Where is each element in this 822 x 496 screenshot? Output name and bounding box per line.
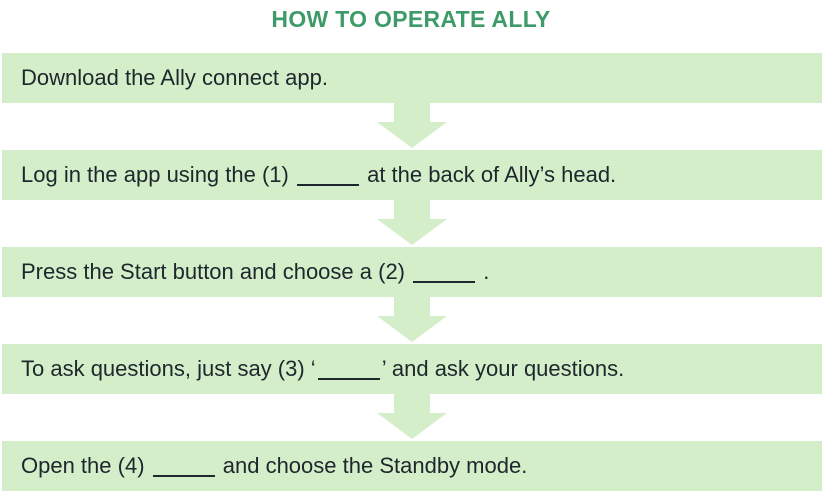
step-text-post: and choose the Standby mode. <box>216 453 528 478</box>
flow-step-1: Download the Ally connect app. <box>2 53 822 103</box>
arrow-down-icon <box>2 394 822 441</box>
arrow-head <box>377 413 447 439</box>
arrow-head <box>377 316 447 342</box>
arrow-down-icon <box>2 297 822 344</box>
arrow-down-icon <box>2 200 822 247</box>
step-blank <box>413 263 476 283</box>
flow-step-4: To ask questions, just say (3) ‘ ’ and as… <box>2 344 822 394</box>
step-text-pre: Open the (4) <box>21 453 151 478</box>
flow-step-5: Open the (4) and choose the Standby mode… <box>2 441 822 491</box>
step-text-pre: To ask questions, just say (3) ‘ <box>21 356 316 381</box>
flow-step-2: Log in the app using the (1) at the back… <box>2 150 822 200</box>
step-text-post: ’ and ask your questions. <box>381 356 625 381</box>
step-blank <box>317 360 380 380</box>
arrow-head <box>377 219 447 245</box>
arrow-shaft <box>394 394 430 413</box>
flow-step-3: Press the Start button and choose a (2) … <box>2 247 822 297</box>
arrow-down-icon <box>2 103 822 150</box>
step-text-post: . <box>477 259 490 284</box>
arrow-shaft <box>394 297 430 316</box>
step-blank <box>152 457 215 477</box>
step-text-post: at the back of Ally’s head. <box>360 162 617 187</box>
arrow-shaft <box>394 200 430 219</box>
page-title: HOW TO OPERATE ALLY <box>271 6 551 32</box>
step-blank <box>296 166 359 186</box>
flowchart: Download the Ally connect app. Log in th… <box>2 53 822 491</box>
step-text-pre: Log in the app using the (1) <box>21 162 295 187</box>
arrow-shaft <box>394 103 430 122</box>
arrow-head <box>377 122 447 148</box>
step-text-pre: Download the Ally connect app. <box>21 65 328 90</box>
step-text-pre: Press the Start button and choose a (2) <box>21 259 412 284</box>
